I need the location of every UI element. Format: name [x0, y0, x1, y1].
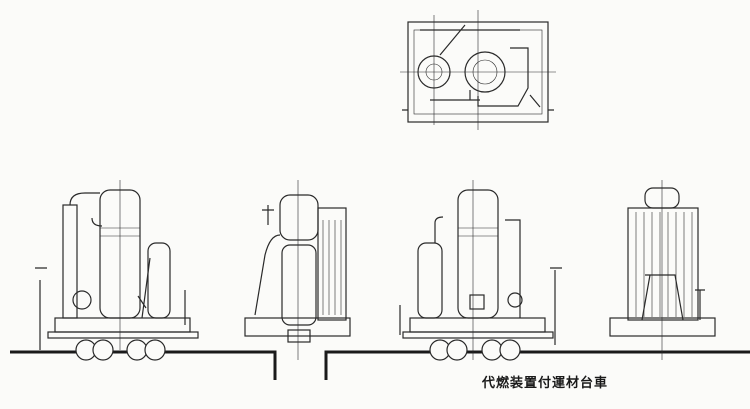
plan-view	[400, 10, 556, 130]
drawing-caption: 代燃装置付運材台車	[482, 376, 609, 391]
side-view-left	[35, 180, 199, 361]
side-view-right	[399, 180, 562, 361]
ground-line-right	[324, 350, 750, 380]
end-view-right	[609, 180, 716, 360]
end-view-left	[244, 180, 351, 360]
